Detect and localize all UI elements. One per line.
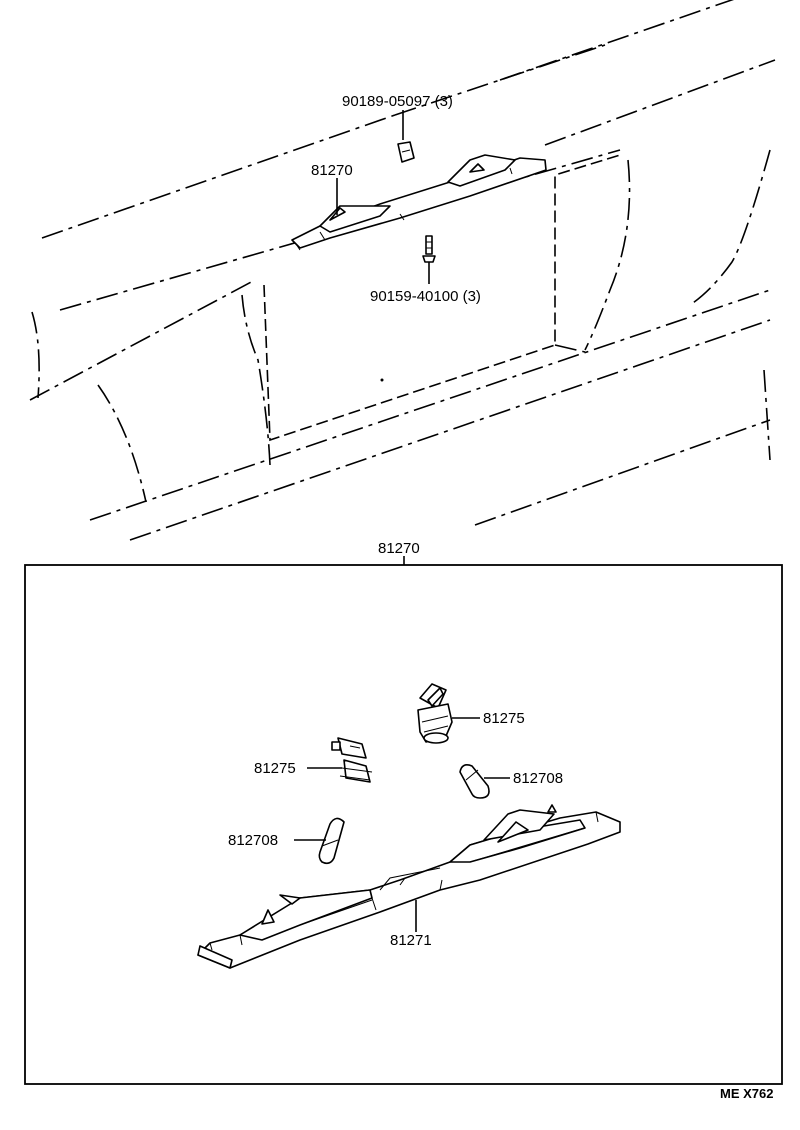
- bulb-right: [459, 764, 490, 799]
- detail-box-frame: [24, 564, 783, 1085]
- detail-box-title: 81270: [378, 540, 420, 557]
- vehicle-body-outline: [29, 0, 776, 541]
- nut-90159-40100: [422, 235, 436, 284]
- lamp-housing-81271: [197, 804, 621, 969]
- bulb-left: [318, 817, 345, 865]
- screw-90189-05097: [397, 110, 415, 163]
- callout-screw: 90189-05097 (3): [342, 93, 453, 110]
- bulb-socket-right: [417, 683, 453, 744]
- callout-socket-right: 81275: [483, 710, 525, 727]
- callout-socket-left: 81275: [254, 760, 296, 777]
- callout-housing: 81271: [390, 932, 432, 949]
- callout-bulb-left: 812708: [228, 832, 278, 849]
- license-lamp-assembly-upper: [291, 154, 547, 251]
- callout-nut: 90159-40100 (3): [370, 288, 481, 305]
- callout-bulb-right: 812708: [513, 770, 563, 787]
- callout-lamp-assembly: 81270: [311, 162, 353, 179]
- bulb-socket-left: [331, 737, 373, 783]
- diagram-code: ME X762: [720, 1086, 773, 1101]
